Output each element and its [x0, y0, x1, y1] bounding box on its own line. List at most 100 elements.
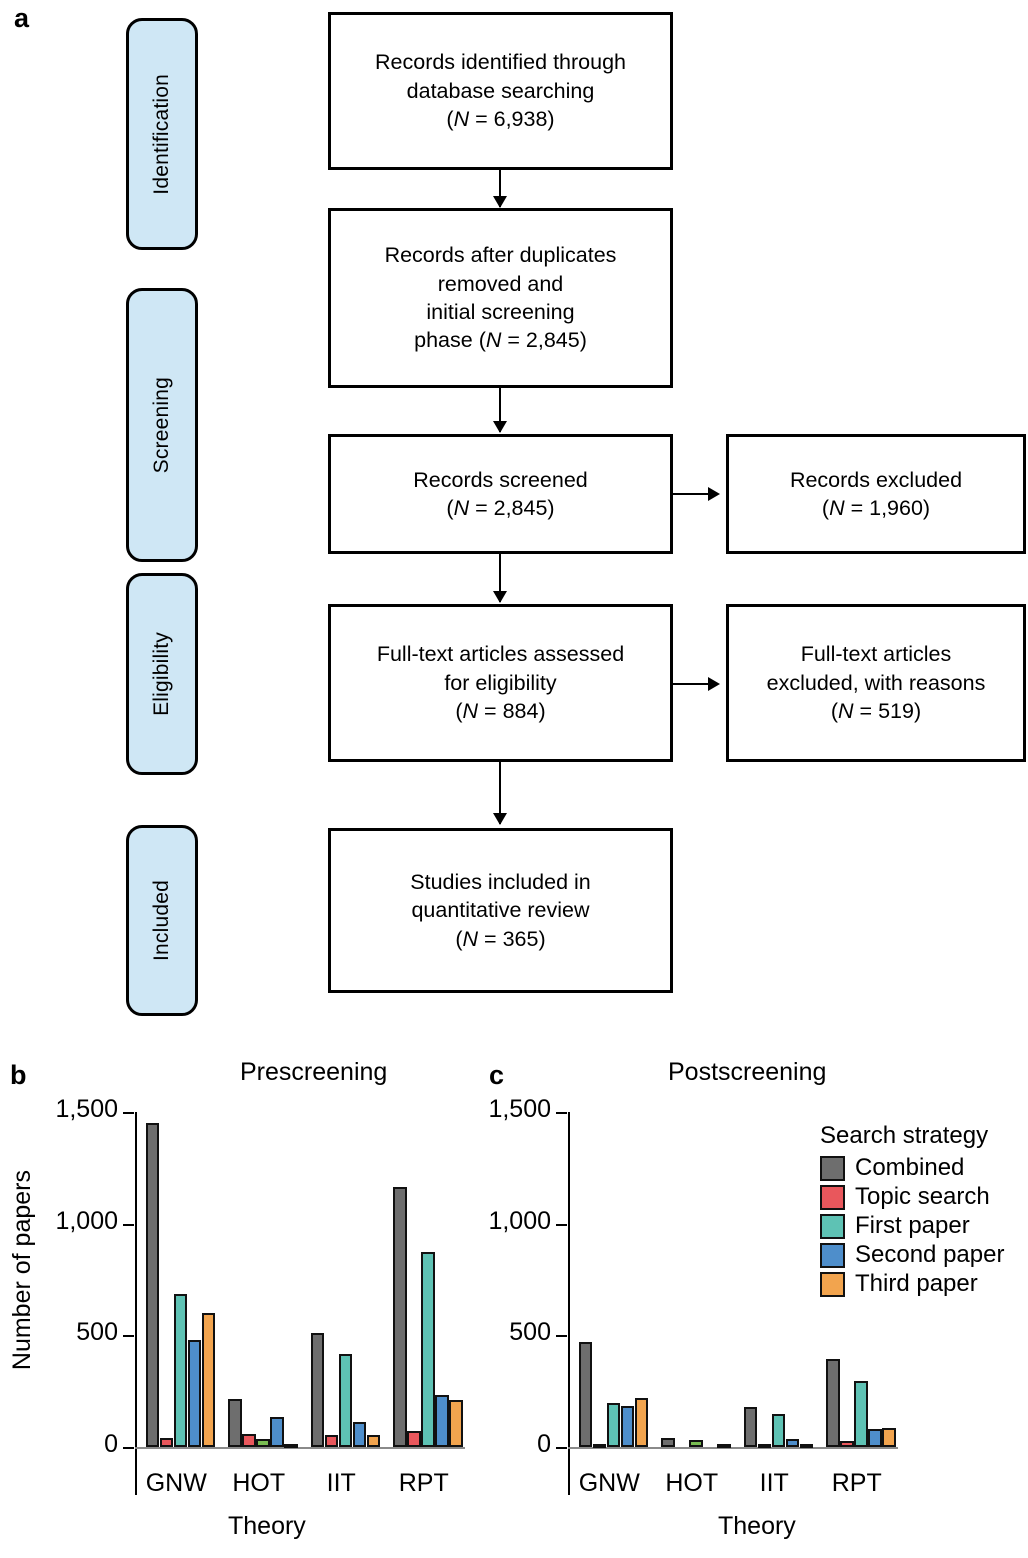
stage-screening: Screening	[126, 288, 198, 562]
box-records-identified-line1: Records identified through	[375, 50, 626, 75]
chart-b-x-axis-label: Theory	[228, 1512, 306, 1540]
box-studies-included: Studies included in quantitative review …	[328, 828, 673, 993]
legend-item-combined[interactable]: Combined	[820, 1154, 1004, 1182]
stage-included: Included	[126, 825, 198, 1016]
box-records-screened-count: (N = 2,845)	[446, 496, 555, 520]
bar-rpt-topic-search	[840, 1441, 854, 1447]
x-axis-line	[568, 1447, 898, 1449]
y-tick-mark	[123, 1447, 134, 1449]
x-tick-label-hot: HOT	[665, 1469, 719, 1497]
bar-iit-second-paper	[785, 1439, 799, 1447]
box-records-after-duplicates: Records after duplicates removed and ini…	[328, 208, 673, 388]
bar-hot-combined	[228, 1398, 242, 1447]
box-records-screened-line1: Records screened	[413, 467, 588, 492]
chart-c-title: Postscreening	[668, 1058, 827, 1086]
bar-hot-third-paper	[717, 1444, 731, 1448]
bar-iit-topic-search	[757, 1444, 771, 1448]
arrowhead-fulltext-to-included	[493, 813, 507, 825]
bar-iit-third-paper	[366, 1434, 380, 1447]
bar-gnw-combined	[145, 1123, 159, 1447]
x-tick-label-gnw: GNW	[145, 1469, 207, 1497]
y-tick-mark	[123, 1223, 134, 1226]
y-tick-mark	[123, 1112, 134, 1114]
legend-swatch-icon	[820, 1184, 845, 1210]
bar-rpt-topic-search	[407, 1431, 421, 1447]
legend-swatch-icon	[820, 1271, 845, 1297]
bar-rpt-third-paper	[449, 1400, 463, 1447]
bar-gnw-combined	[578, 1342, 592, 1447]
arrow-screened-to-excluded	[673, 493, 715, 496]
box-records-after-duplicates-line1: Records after duplicates	[384, 243, 617, 268]
stage-screening-label: Screening	[150, 376, 173, 474]
y-tick-label: 500	[76, 1318, 118, 1347]
bar-gnw-topic-search	[592, 1443, 606, 1448]
box-records-excluded-count: (N = 1,960)	[821, 496, 931, 520]
box-records-after-duplicates-line3: initial screening	[426, 300, 575, 324]
arrow-fulltext-to-excluded	[673, 683, 715, 686]
y-tick-mark	[123, 1335, 134, 1338]
x-tick-label-hot: HOT	[232, 1469, 286, 1497]
legend-swatch-icon	[820, 1213, 845, 1239]
bar-rpt-combined	[393, 1186, 407, 1447]
bar-rpt-second-paper	[868, 1429, 882, 1447]
y-axis-line	[568, 1112, 570, 1495]
bar-hot-second-paper	[270, 1416, 284, 1447]
legend-item-first-paper[interactable]: First paper	[820, 1212, 1004, 1240]
y-tick-label: 0	[104, 1430, 118, 1458]
box-fulltext-excluded: Full-text articles excluded, with reason…	[726, 604, 1026, 762]
panel-b-letter: b	[10, 1060, 27, 1090]
arrowhead-fulltext-to-excluded	[708, 677, 720, 691]
y-tick-label: 1,500	[55, 1095, 118, 1123]
x-tick-label-gnw: GNW	[578, 1469, 640, 1497]
x-tick-label-rpt: RPT	[831, 1469, 882, 1497]
y-tick-mark	[556, 1335, 567, 1338]
bar-gnw-second-paper	[187, 1339, 201, 1447]
bar-iit-third-paper	[799, 1443, 813, 1448]
box-studies-included-count: (N = 365)	[455, 926, 546, 951]
box-fulltext-assessed-count: (N = 884)	[455, 699, 546, 724]
bar-iit-second-paper	[352, 1422, 366, 1447]
bar-rpt-first-paper	[421, 1251, 435, 1447]
legend-item-third-paper[interactable]: Third paper	[820, 1270, 1004, 1298]
arrowhead-identified-to-dedup	[493, 196, 507, 208]
box-fulltext-assessed-line2: for eligibility	[444, 670, 557, 695]
arrow-dedup-to-screened	[499, 388, 502, 432]
box-records-excluded-line1: Records excluded	[789, 467, 963, 492]
y-tick-label: 1,000	[488, 1206, 551, 1235]
bar-gnw-second-paper	[620, 1405, 634, 1447]
y-tick-label: 500	[509, 1318, 551, 1347]
bar-iit-topic-search	[324, 1434, 338, 1447]
stage-included-label: Included	[150, 880, 173, 961]
box-records-after-duplicates-line2: removed and	[437, 271, 564, 296]
arrowhead-screened-to-fulltext	[493, 591, 507, 603]
bar-iit-combined	[310, 1333, 324, 1447]
bar-gnw-first-paper	[606, 1403, 620, 1447]
arrow-fulltext-to-included	[499, 762, 502, 824]
box-records-after-duplicates-count: phase (N = 2,845)	[414, 328, 587, 353]
box-records-screened: Records screened (N = 2,845)	[328, 434, 673, 554]
legend-item-second-paper[interactable]: Second paper	[820, 1241, 1004, 1269]
legend-title: Search strategy	[820, 1122, 989, 1149]
panel-a-letter: a	[14, 3, 30, 33]
x-tick-label-rpt: RPT	[398, 1469, 449, 1497]
y-tick-mark	[556, 1223, 567, 1226]
bar-hot-third-paper	[284, 1443, 298, 1448]
legend-item-label: Combined	[855, 1154, 965, 1181]
legend-item-topic-search[interactable]: Topic search	[820, 1183, 1004, 1211]
chart-b-title: Prescreening	[240, 1058, 388, 1086]
y-tick-label: 1,000	[55, 1206, 118, 1235]
bar-hot-topic-search	[242, 1433, 256, 1447]
panel-c-letter: c	[489, 1060, 505, 1090]
bar-hot-combined	[661, 1438, 675, 1447]
box-fulltext-excluded-line2: excluded, with reasons	[766, 670, 986, 695]
stage-eligibility: Eligibility	[126, 573, 198, 775]
bar-rpt-third-paper	[882, 1428, 896, 1447]
box-studies-included-line2: quantitative review	[411, 898, 590, 923]
box-fulltext-assessed-line1: Full-text articles assessed	[376, 642, 625, 667]
y-tick-mark	[556, 1112, 567, 1114]
y-tick-mark	[556, 1447, 567, 1449]
legend-item-label: Topic search	[855, 1183, 990, 1210]
box-fulltext-excluded-count: (N = 519)	[830, 699, 922, 724]
legend-swatch-icon	[820, 1155, 845, 1181]
